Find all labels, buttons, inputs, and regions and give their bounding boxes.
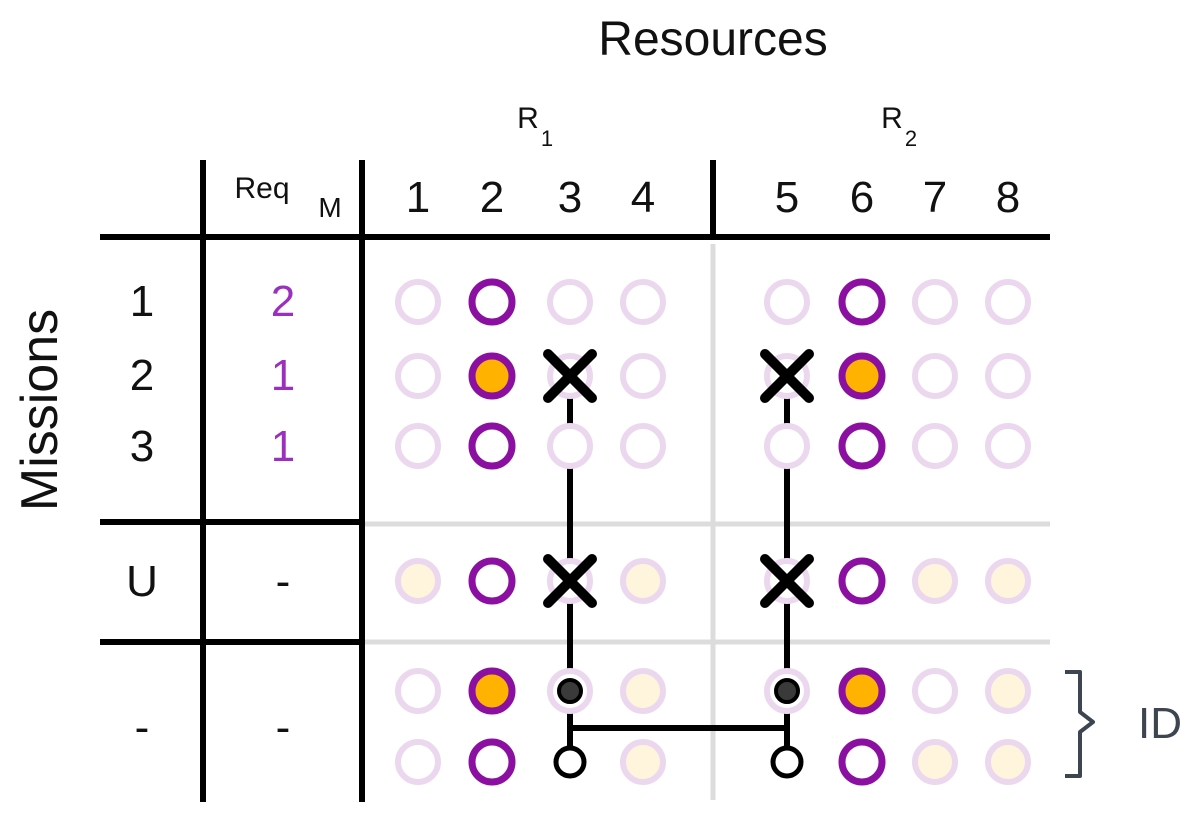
cross-icon (543, 349, 597, 403)
empty-cell (620, 353, 666, 399)
column-header: 4 (631, 173, 655, 222)
empty-cell (764, 423, 810, 469)
cross-icon (760, 349, 814, 403)
faint-grid (360, 244, 1050, 800)
target-node-icon (770, 745, 804, 779)
empty-cell (912, 353, 958, 399)
unused-cell (912, 558, 958, 604)
req-header-sub: M (318, 192, 341, 223)
row-label: 1 (130, 277, 154, 326)
group-label-r2: R 2 (881, 102, 917, 151)
diagram-title: Resources (598, 13, 827, 66)
empty-cell (395, 353, 441, 399)
connectors (567, 376, 790, 762)
req-values: 2 1 1 - - (271, 277, 295, 752)
empty-cell (985, 279, 1031, 325)
empty-cell (764, 279, 810, 325)
source-dot-icon (774, 678, 800, 704)
assigned-cell (838, 352, 886, 400)
row-label: - (135, 703, 150, 752)
row-label: U (126, 557, 158, 606)
group-label-r1: R 1 (517, 102, 553, 151)
available-cell (838, 557, 886, 605)
empty-cell (912, 279, 958, 325)
column-header: 6 (850, 173, 874, 222)
req-value: 1 (271, 351, 295, 400)
req-value: 1 (271, 422, 295, 471)
available-cell (838, 278, 886, 326)
available-cell (838, 422, 886, 470)
unused-cell (620, 739, 666, 785)
available-cell (838, 738, 886, 786)
empty-cell (985, 423, 1031, 469)
cross-icon (760, 554, 814, 608)
group-label-name: R (517, 102, 539, 135)
column-header: 2 (480, 173, 504, 222)
assigned-cell (838, 667, 886, 715)
table-lines (100, 160, 1050, 802)
row-label: 2 (130, 351, 154, 400)
empty-cell (985, 353, 1031, 399)
available-cell (468, 557, 516, 605)
group-label-sub: 2 (905, 126, 917, 151)
column-header: 3 (558, 173, 582, 222)
available-cell (468, 278, 516, 326)
unused-cell (395, 558, 441, 604)
cell-markers (395, 278, 1031, 786)
unused-cell (620, 558, 666, 604)
empty-cell (395, 279, 441, 325)
target-node-icon (553, 745, 587, 779)
group-label-name: R (881, 102, 903, 135)
empty-cell (395, 423, 441, 469)
empty-cell (395, 668, 441, 714)
column-header: 7 (923, 173, 947, 222)
unused-cell (620, 668, 666, 714)
assigned-cell (468, 667, 516, 715)
group-label-sub: 1 (541, 126, 553, 151)
unused-cell (985, 739, 1031, 785)
unused-cell (985, 558, 1031, 604)
column-header: 8 (996, 173, 1020, 222)
empty-cell (912, 423, 958, 469)
req-value: - (276, 557, 291, 606)
available-cell (468, 422, 516, 470)
unused-cell (912, 739, 958, 785)
req-value: 2 (271, 277, 295, 326)
empty-cell (547, 423, 593, 469)
empty-cell (912, 668, 958, 714)
row-labels: 1 2 3U - (126, 277, 158, 752)
empty-cell (547, 279, 593, 325)
bracket-icon (1065, 670, 1095, 778)
row-label: 3 (130, 422, 154, 471)
empty-cell (620, 279, 666, 325)
req-value: - (276, 703, 291, 752)
source-dot-icon (557, 678, 583, 704)
req-header-label: Req (234, 172, 289, 205)
empty-cell (620, 423, 666, 469)
cross-icon (543, 554, 597, 608)
empty-cell (395, 739, 441, 785)
assigned-cell (468, 352, 516, 400)
available-cell (468, 738, 516, 786)
bracket-label: ID (1138, 699, 1182, 748)
unused-cell (985, 668, 1031, 714)
column-header: 5 (775, 173, 799, 222)
row-axis-label: Missions (11, 309, 69, 511)
column-header: 1 (406, 173, 430, 222)
